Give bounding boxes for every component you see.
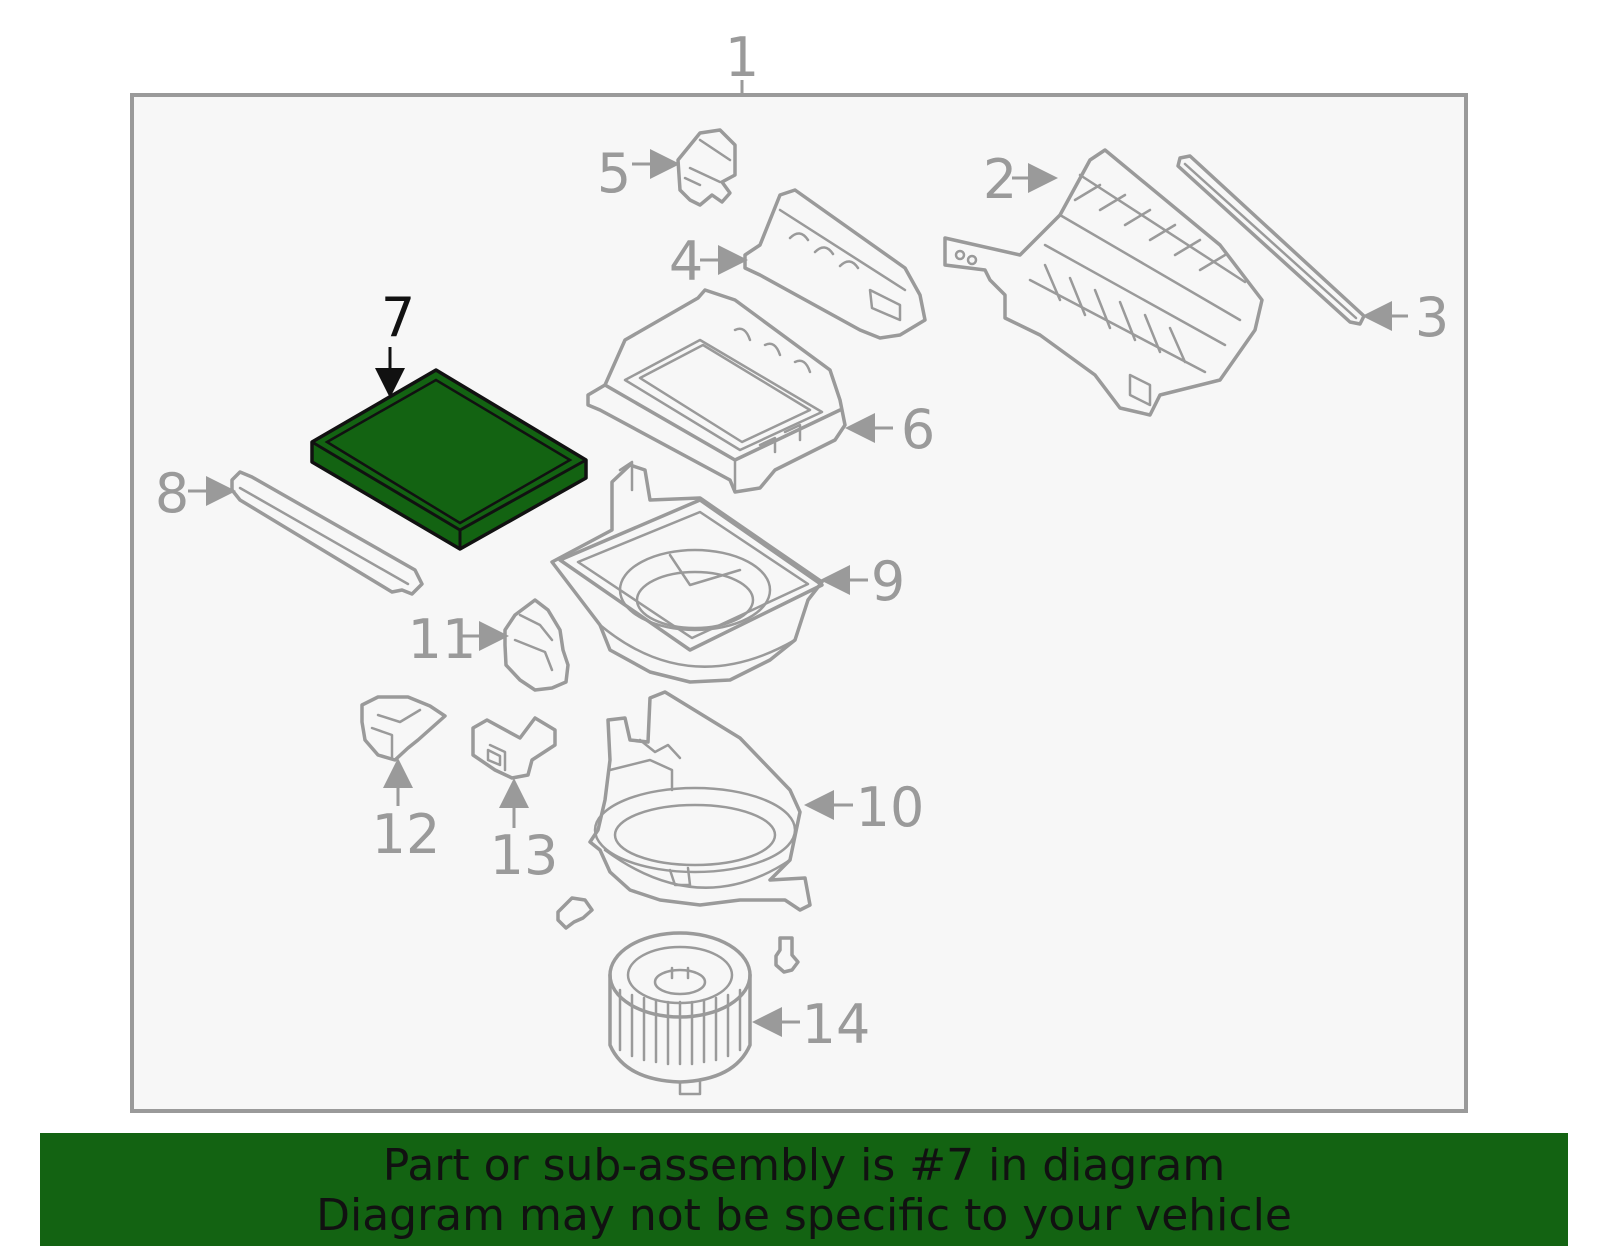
part-11-module bbox=[503, 598, 570, 692]
part-7-cabin-filter bbox=[310, 368, 588, 551]
label-11: 11 bbox=[408, 608, 477, 671]
label-2: 2 bbox=[983, 148, 1017, 211]
label-3: 3 bbox=[1415, 286, 1449, 349]
part-13-connector bbox=[471, 716, 557, 780]
part-8-strip bbox=[230, 470, 424, 596]
label-4: 4 bbox=[669, 230, 703, 293]
label-10: 10 bbox=[856, 776, 925, 839]
part-14-blower-motor bbox=[608, 931, 752, 1096]
part-5-actuator bbox=[676, 128, 737, 207]
assembly-frame bbox=[130, 93, 1468, 1113]
info-banner: Part or sub-assembly is #7 in diagram Di… bbox=[40, 1133, 1568, 1246]
label-5: 5 bbox=[597, 142, 631, 205]
label-8: 8 bbox=[155, 462, 189, 525]
label-12: 12 bbox=[372, 803, 441, 866]
label-9: 9 bbox=[871, 550, 905, 613]
banner-line-2: Diagram may not be specific to your vehi… bbox=[316, 1190, 1292, 1241]
banner-line-1: Part or sub-assembly is #7 in diagram bbox=[382, 1140, 1226, 1191]
label-6: 6 bbox=[901, 398, 935, 461]
label-14: 14 bbox=[802, 993, 871, 1056]
part-4-cover bbox=[743, 188, 927, 340]
part-2-case bbox=[943, 148, 1264, 417]
part-12-sensor bbox=[360, 695, 447, 762]
screw-icon bbox=[556, 896, 800, 974]
label-7: 7 bbox=[381, 286, 415, 349]
part-10-lower-case bbox=[588, 690, 812, 912]
label-13: 13 bbox=[490, 824, 559, 887]
label-1: 1 bbox=[725, 26, 759, 89]
part-3-seal-strip bbox=[1176, 154, 1366, 326]
